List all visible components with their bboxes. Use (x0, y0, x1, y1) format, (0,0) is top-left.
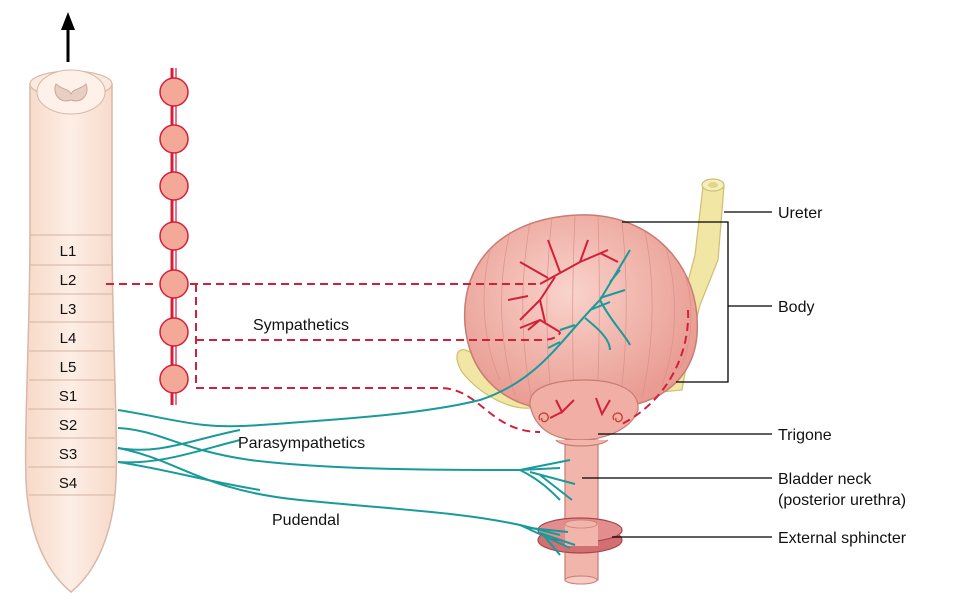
ganglion (160, 270, 188, 298)
segment-label-s3: S3 (59, 446, 77, 463)
ganglion (160, 365, 188, 393)
segment-label-s1: S1 (59, 388, 77, 405)
label-bladder-neck: Bladder neck (778, 471, 872, 488)
label-trigone: Trigone (778, 427, 832, 444)
label-posterior-urethra: (posterior urethra) (778, 492, 906, 509)
label-ureter: Ureter (778, 205, 823, 222)
label-body: Body (778, 299, 814, 316)
segment-label-l1: L1 (60, 243, 77, 260)
segment-label-l2: L2 (60, 272, 77, 289)
trigone-region (530, 380, 638, 440)
upward-arrow-icon (61, 12, 75, 62)
spinal-segment-labels: L1 L2 L3 L4 L5 S1 S2 S3 S4 (59, 243, 77, 492)
label-sympathetics: Sympathetics (253, 317, 349, 334)
segment-label-l3: L3 (60, 301, 77, 318)
external-sphincter-shape (538, 518, 622, 553)
label-parasympathetics: Parasympathetics (238, 435, 365, 452)
ganglion (160, 125, 188, 153)
ganglion (160, 318, 188, 346)
bladder-body (465, 215, 698, 440)
segment-label-s2: S2 (59, 417, 77, 434)
pudendal-nerve (118, 448, 575, 555)
ganglion (160, 222, 188, 250)
ganglion (160, 78, 188, 106)
segment-label-l5: L5 (60, 359, 77, 376)
sympathetic-chain (160, 68, 188, 405)
ganglion (160, 172, 188, 200)
segment-label-s4: S4 (59, 475, 77, 492)
label-external-sphincter: External sphincter (778, 530, 907, 547)
segment-label-l4: L4 (60, 330, 77, 347)
label-pudendal: Pudendal (272, 512, 340, 529)
